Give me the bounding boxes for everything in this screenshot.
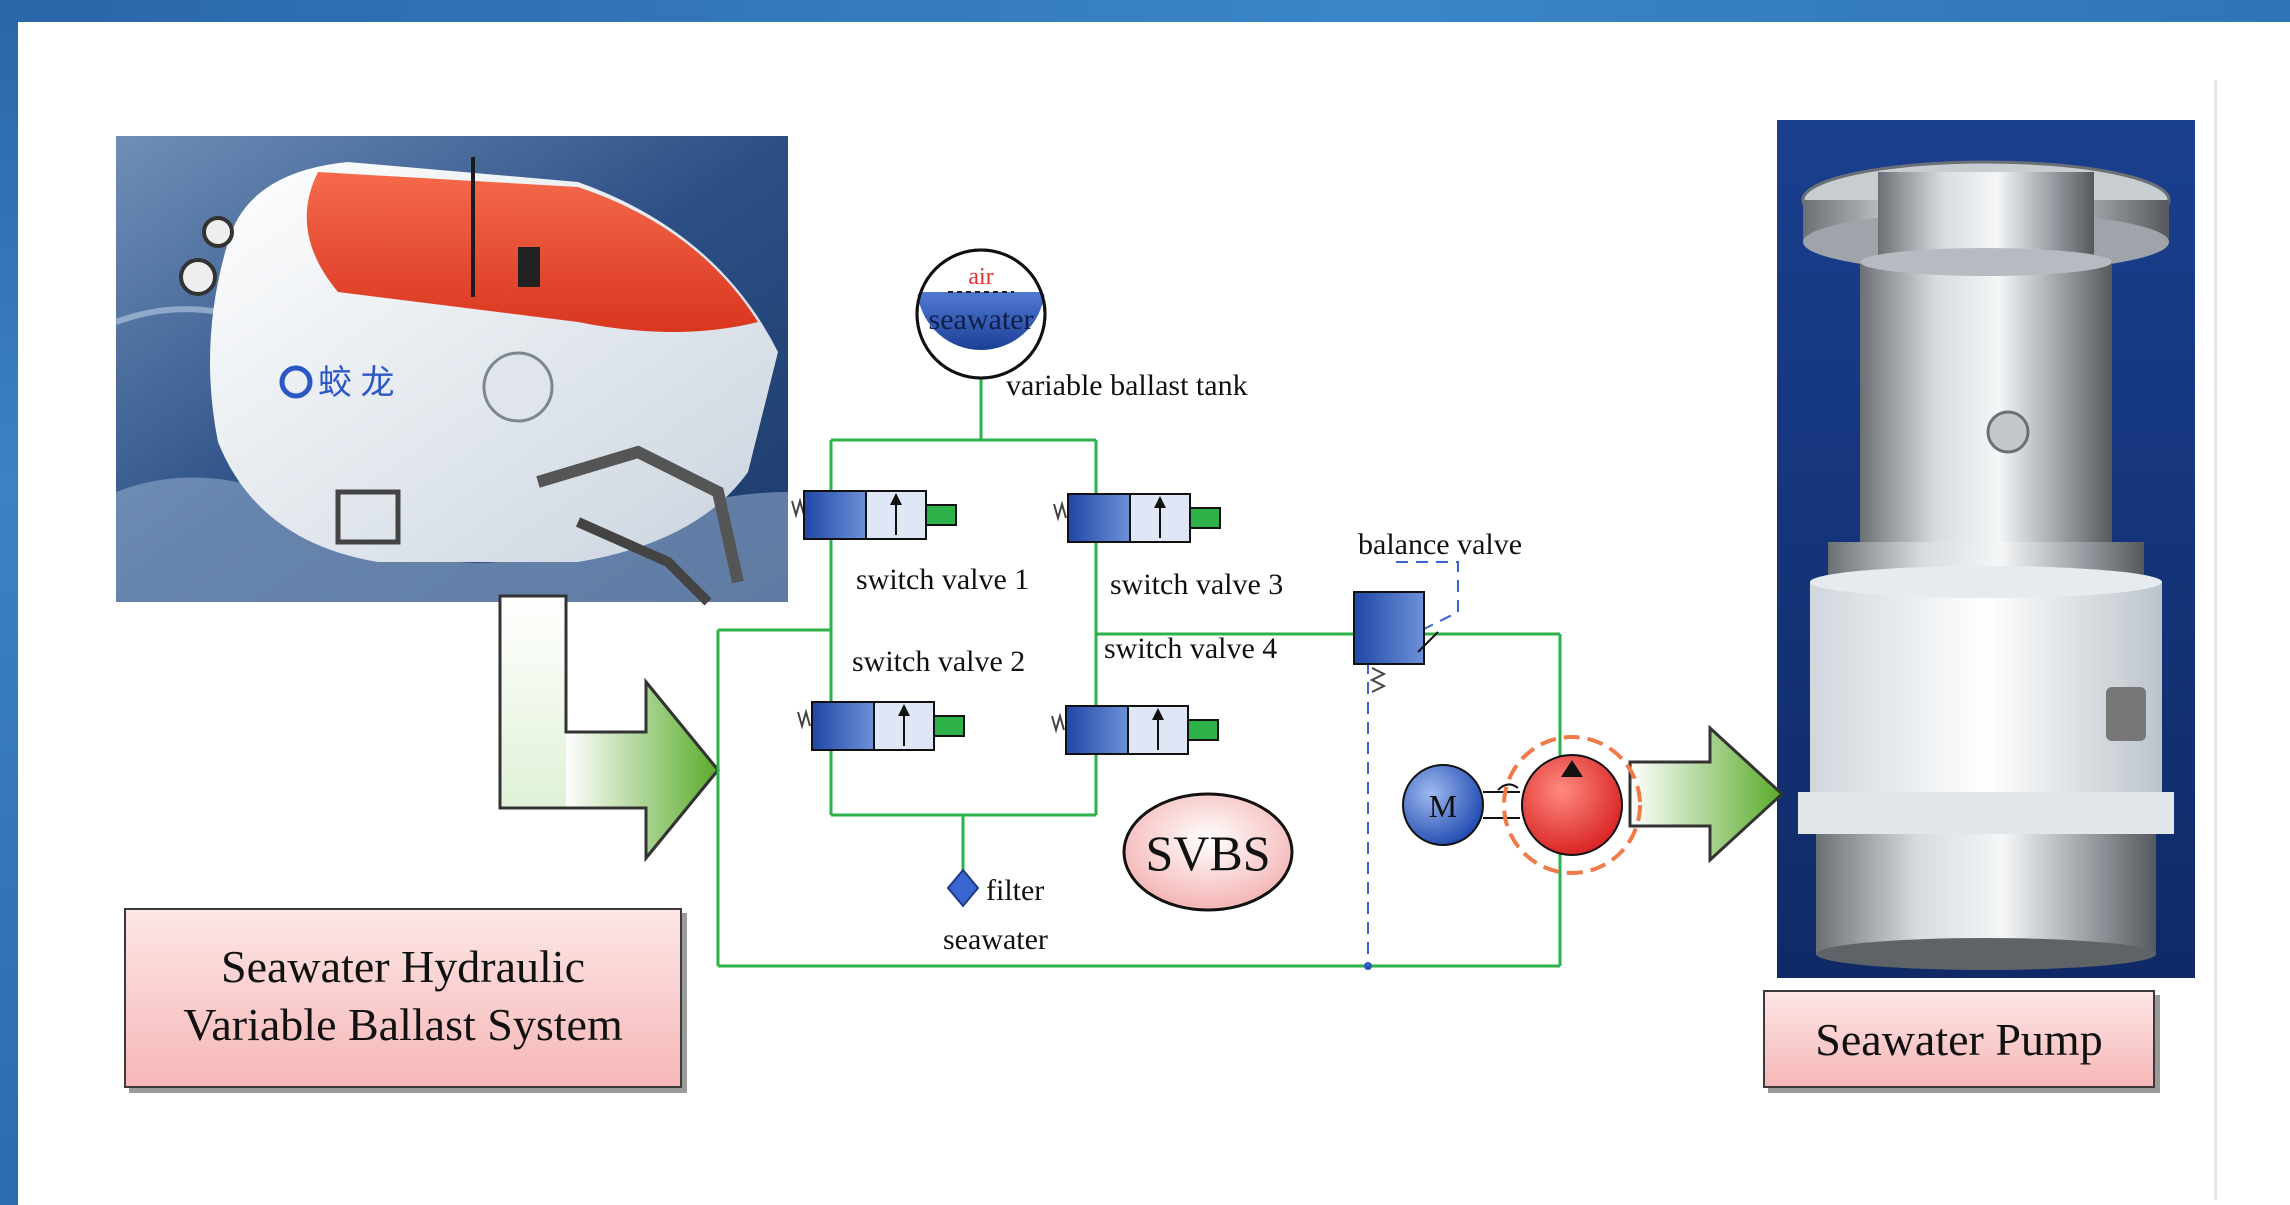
- ballast-system-diagram: 蛟 龙: [114, 120, 2195, 978]
- switch-valve-4: [1051, 705, 1219, 755]
- right-divider: [2214, 80, 2217, 1200]
- svbs-badge: SVBS: [1122, 792, 1294, 912]
- frame-left-band: [0, 0, 18, 1205]
- svbs-text: SVBS: [1145, 825, 1270, 881]
- tank-label: variable ballast tank: [1006, 369, 1248, 402]
- hydraulic-pump: [1502, 735, 1642, 875]
- submersible-hull-text: 蛟 龙: [318, 364, 395, 402]
- tank-seawater-text: seawater: [929, 303, 1034, 336]
- pump-title: Seawater Pump: [1815, 1014, 2103, 1065]
- balance-valve-label: balance valve: [1358, 528, 1522, 561]
- pilot-line: [1367, 561, 1459, 966]
- seawater-pump-photo: [1777, 120, 2195, 978]
- balance-valve: [1353, 591, 1439, 693]
- switch-valve-3-label: switch valve 3: [1110, 568, 1283, 601]
- pump-title-box: Seawater Pump: [1763, 990, 2155, 1088]
- switch-valve-2-label: switch valve 2: [852, 645, 1025, 678]
- switch-valve-1: [791, 490, 957, 540]
- switch-valve-2: [797, 701, 965, 751]
- motor: M: [1402, 764, 1520, 846]
- system-title: Seawater Hydraulic Variable Ballast Syst…: [183, 941, 623, 1050]
- filter-label: filter: [986, 874, 1044, 907]
- filter: [946, 868, 980, 908]
- variable-ballast-tank: air seawater: [915, 248, 1047, 380]
- switch-valve-4-label: switch valve 4: [1104, 632, 1277, 665]
- frame-top-band: [0, 0, 2290, 22]
- tank-air-text: air: [968, 264, 993, 290]
- slide-canvas: 蛟 龙: [18, 22, 2290, 1205]
- right-flow-arrow: [1628, 724, 1785, 864]
- motor-letter: M: [1429, 788, 1457, 824]
- left-flow-arrow: [498, 594, 720, 863]
- system-title-box: Seawater Hydraulic Variable Ballast Syst…: [124, 908, 682, 1088]
- seawater-inlet-label: seawater: [943, 923, 1048, 956]
- submersible-photo: 蛟 龙: [114, 136, 788, 606]
- switch-valve-1-label: switch valve 1: [856, 563, 1029, 596]
- switch-valve-3: [1053, 493, 1221, 543]
